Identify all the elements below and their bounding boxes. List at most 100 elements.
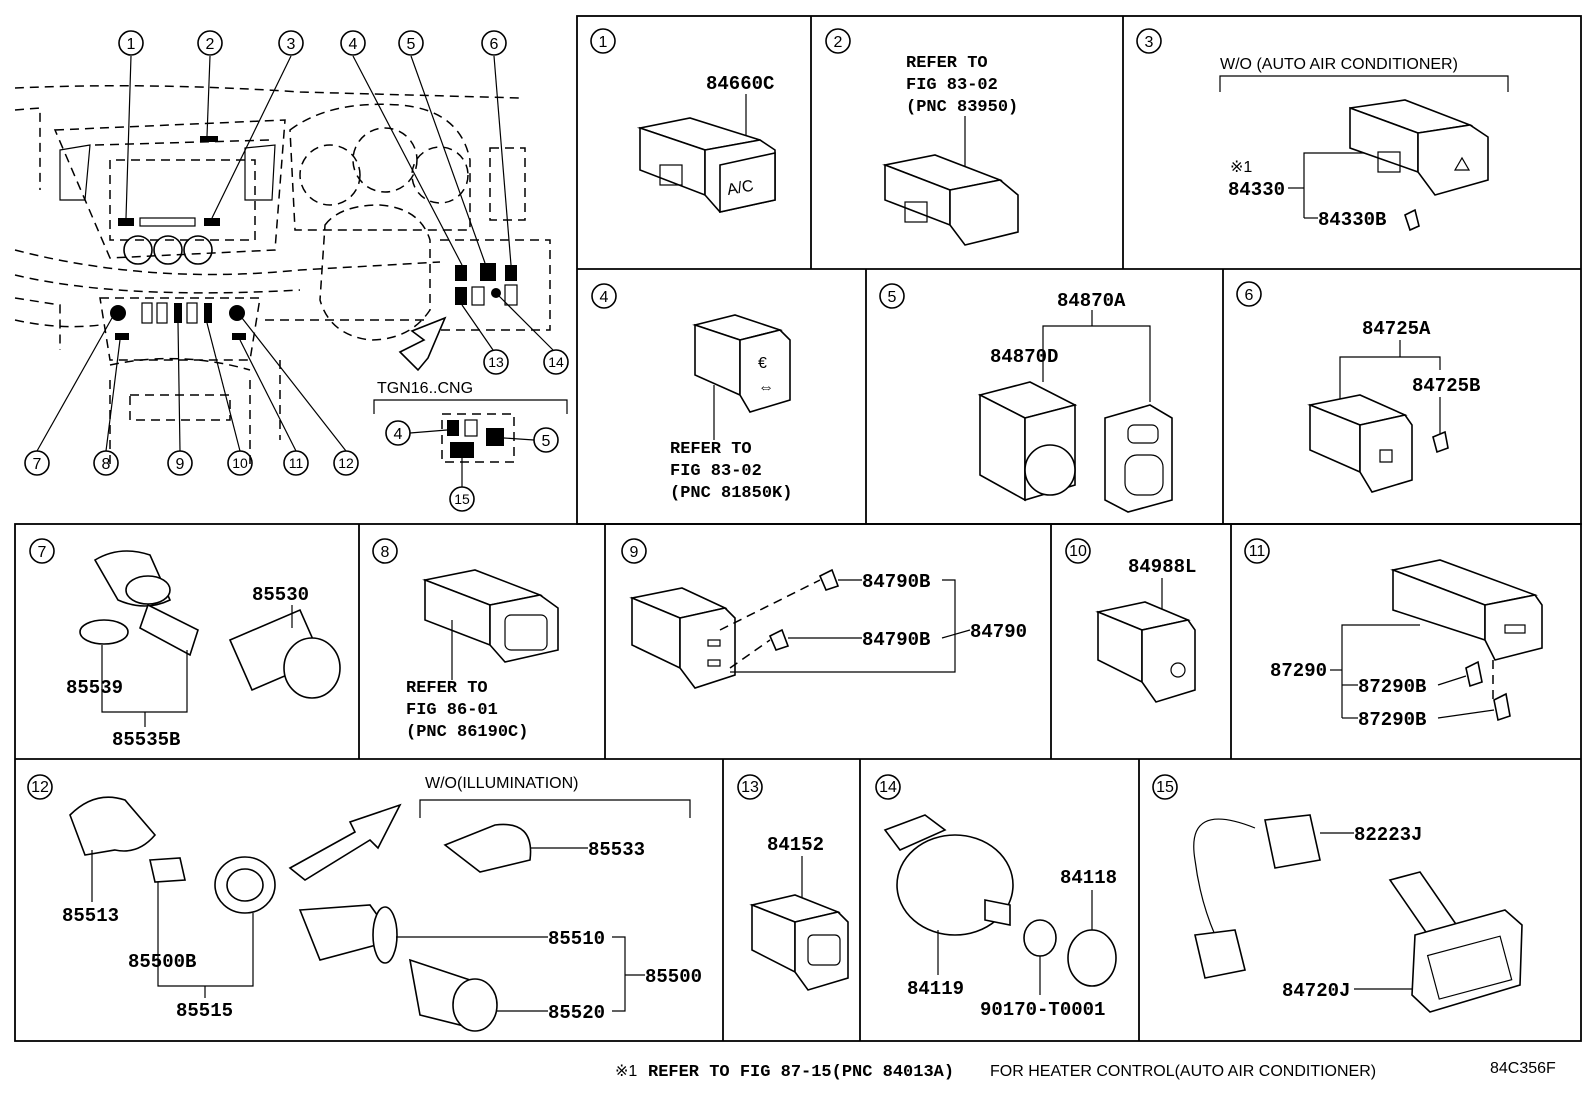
panel-2-refer-2: FIG 83-02: [906, 76, 998, 95]
panel-5: 5 84870A 84870D: [879, 283, 1173, 513]
socket-illustration-7: [79, 550, 341, 699]
hazard-switch-illustration: [1349, 99, 1489, 196]
panel-10: 10 84988L: [1065, 538, 1196, 703]
part-84725B: 84725B: [1412, 375, 1480, 397]
part-85535B: 85535B: [112, 729, 180, 751]
panel-8-refer-3: (PNC 86190C): [406, 723, 528, 742]
part-84330B: 84330B: [1318, 209, 1386, 231]
ac-switch-illustration: A/C: [636, 117, 776, 213]
panel-1-number: 1: [599, 34, 608, 51]
part-82223J: 82223J: [1354, 824, 1422, 846]
mirror-switch-illustration: [977, 381, 1173, 513]
part-84790B-upper: 84790B: [862, 571, 930, 593]
overview-callout-14: 14: [548, 354, 564, 370]
panel-4-refer-1: REFER TO: [670, 440, 752, 459]
part-85500: 85500: [645, 966, 702, 988]
panel-2: 2 REFER TO FIG 83-02 (PNC 83950): [825, 28, 1019, 246]
switch-illustration-11: [1390, 559, 1543, 661]
overview-callout-7: 7: [33, 456, 42, 473]
part-84660C: 84660C: [706, 73, 774, 95]
panel-12-number: 12: [31, 779, 49, 796]
panel-4-refer-2: FIG 83-02: [670, 462, 762, 481]
part-85500B: 85500B: [128, 951, 196, 973]
overview-callout-12: 12: [338, 455, 354, 471]
panel-7: 7 85530 85539 85535B: [29, 538, 341, 751]
variant-callout-5: 5: [542, 433, 551, 450]
panel-7-number: 7: [38, 544, 47, 561]
switch-illustration-9: [629, 587, 736, 689]
part-85515: 85515: [176, 1000, 233, 1022]
panel-3: 3 W/O (AUTO AIR CONDITIONER) ※1 84330 84…: [1136, 28, 1509, 232]
part-84330: 84330: [1228, 179, 1285, 201]
figure-code: 84C356F: [1490, 1060, 1556, 1077]
panel-1: 1 84660C A/C: [590, 28, 776, 213]
overview-callout-6: 6: [490, 36, 499, 53]
overview-callout-5: 5: [407, 36, 416, 53]
part-84720J: 84720J: [1282, 980, 1350, 1002]
overview-callout-2: 2: [206, 36, 215, 53]
panel-8-refer-1: REFER TO: [406, 679, 488, 698]
footer-mark: ※1: [615, 1063, 637, 1080]
part-85510: 85510: [548, 928, 605, 950]
part-84725A: 84725A: [1362, 318, 1431, 340]
overview-callout-9: 9: [176, 456, 185, 473]
ac-switch-label: A/C: [726, 178, 755, 199]
part-90170-T0001: 90170-T0001: [980, 999, 1105, 1021]
switch-illustration-4: € ⇔: [692, 314, 791, 413]
panel-6-number: 6: [1245, 287, 1254, 304]
part-85539: 85539: [66, 677, 123, 699]
variant-callout-4: 4: [394, 426, 403, 443]
panel-8: 8 REFER TO FIG 86-01 (PNC 86190C): [372, 538, 559, 742]
panel-2-refer-1: REFER TO: [906, 54, 988, 73]
switch-illustration-6: [1307, 394, 1413, 493]
panel-2-number: 2: [834, 34, 843, 51]
variant-label: TGN16..CNG: [377, 380, 473, 397]
panel-8-refer-2: FIG 86-01: [406, 701, 498, 720]
panel-4-refer-3: (PNC 81850K): [670, 484, 792, 503]
overview-callout-13: 13: [488, 354, 504, 370]
part-84790: 84790: [970, 621, 1027, 643]
part-84988L: 84988L: [1128, 556, 1196, 578]
part-84870A: 84870A: [1057, 290, 1126, 312]
part-84790B-lower: 84790B: [862, 629, 930, 651]
part-84870D: 84870D: [990, 346, 1058, 368]
overview-callout-11: 11: [289, 455, 304, 471]
panel-5-number: 5: [888, 289, 897, 306]
panel-13-number: 13: [741, 779, 759, 796]
panel-13: 13 84152: [737, 774, 849, 991]
panel-15-number: 15: [1156, 779, 1174, 796]
variant-callout-15: 15: [454, 491, 470, 507]
svg-text:€: €: [758, 355, 767, 372]
part-85530: 85530: [252, 584, 309, 606]
part-87290: 87290: [1270, 660, 1327, 682]
socket-illustration-12: [69, 796, 532, 1032]
switch-illustration-8: [422, 569, 559, 663]
panel-3-note-mark: ※1: [1230, 159, 1252, 176]
part-87290B-lower: 87290B: [1358, 709, 1426, 731]
footer-refer: REFER TO FIG 87-15(PNC 84013A): [648, 1063, 954, 1082]
panel-11: 11 87290 87290B 87290B: [1244, 538, 1543, 731]
panel-9-number: 9: [630, 544, 639, 561]
panel-11-number: 11: [1249, 543, 1266, 560]
part-85533: 85533: [588, 839, 645, 861]
panel-6: 6 84725A 84725B: [1236, 281, 1480, 493]
display-illustration-15: [1193, 814, 1523, 1013]
svg-text:⇔: ⇔: [758, 379, 774, 396]
panel-4: 4 € ⇔ REFER TO FIG 83-02 (PNC 81850K): [591, 283, 792, 503]
panel-12-header: W/O(ILLUMINATION): [425, 775, 578, 792]
part-84119: 84119: [907, 978, 964, 1000]
overview-callout-4: 4: [349, 36, 358, 53]
switch-illustration-14: [883, 814, 1117, 987]
panel-12: 12 W/O(ILLUMINATION) 85513 85500B 85515 …: [27, 774, 702, 1032]
part-84118: 84118: [1060, 867, 1117, 889]
overview-callout-3: 3: [287, 36, 296, 53]
part-84152: 84152: [767, 834, 824, 856]
panel-14-number: 14: [879, 779, 897, 796]
panel-frames: [14, 15, 1582, 1042]
part-85513: 85513: [62, 905, 119, 927]
overview-callout-8: 8: [102, 456, 111, 473]
panel-4-number: 4: [600, 289, 609, 306]
panel-2-refer-3: (PNC 83950): [906, 98, 1018, 117]
part-85520: 85520: [548, 1002, 605, 1024]
part-87290B-upper: 87290B: [1358, 676, 1426, 698]
